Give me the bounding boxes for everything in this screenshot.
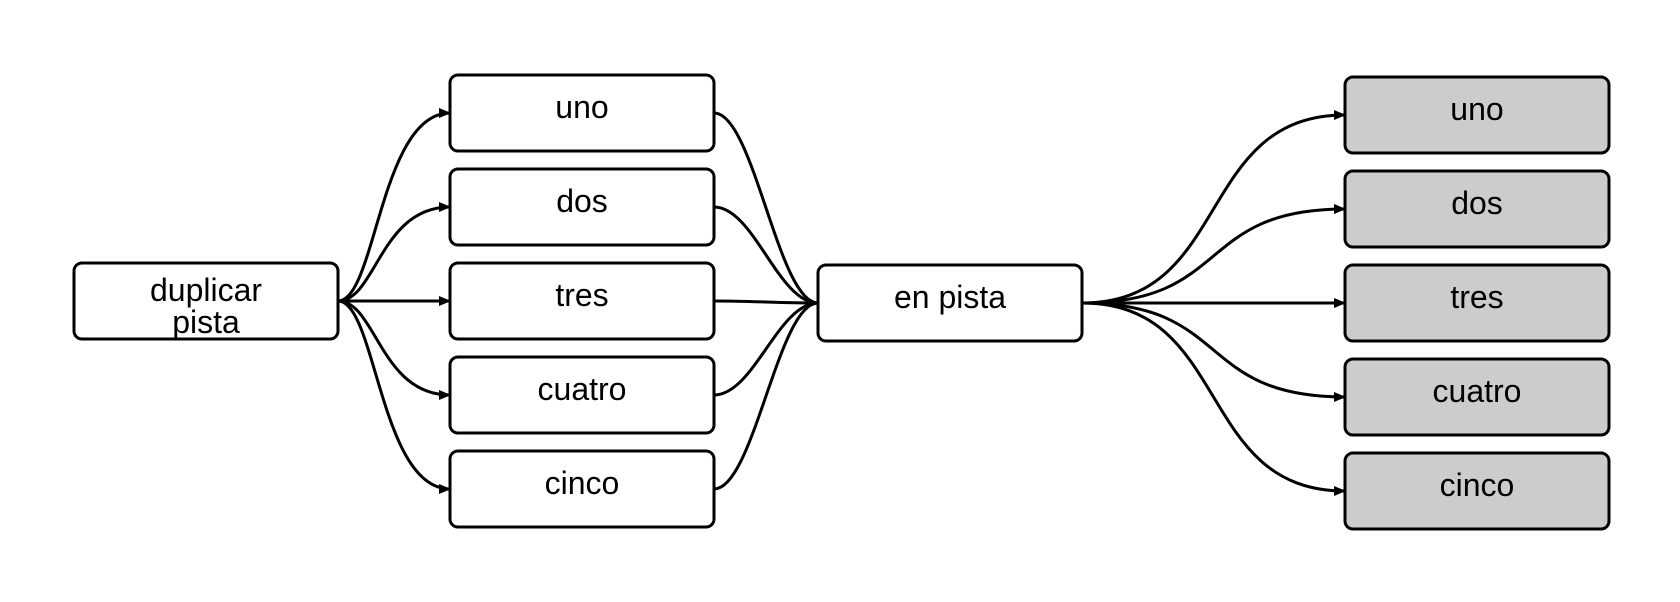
node-duplicar-pista: duplicar pista [72,261,340,341]
node-en-pista-label: en pista [894,279,1006,315]
node-middle-uno-label: uno [555,89,608,125]
edge-dos-to-merge [713,205,819,308]
edge-source-to-uno [337,108,451,303]
edge-source-to-cuatro [337,299,451,400]
node-middle-tres: tres [448,261,716,341]
node-output-uno: uno [1343,75,1611,155]
node-output-cinco: cinco [1343,451,1611,531]
edge-cinco-to-merge [713,298,819,491]
node-middle-cinco: cinco [448,449,716,529]
edges [337,108,1346,496]
edge-merge-to-cinco [1081,301,1346,496]
node-output-cuatro-label: cuatro [1433,373,1522,409]
node-middle-dos: dos [448,167,716,247]
node-output-tres-label: tres [1450,279,1503,315]
node-output-dos: dos [1343,169,1611,249]
edge-cuatro-to-merge [713,298,819,397]
edge-source-to-dos [337,202,451,303]
node-output-tres: tres [1343,263,1611,343]
edge-merge-to-dos [1081,204,1346,305]
node-duplicar-pista-line-1: duplicar [150,272,262,308]
node-middle-uno: uno [448,73,716,153]
node-output-uno-label: uno [1450,91,1503,127]
node-middle-cuatro: cuatro [448,355,716,435]
edge-merge-to-uno [1081,110,1346,305]
node-middle-cinco-label: cinco [545,465,620,501]
node-middle-cuatro-label: cuatro [538,371,627,407]
node-output-dos-label: dos [1451,185,1503,221]
edge-tres-to-merge [713,297,819,308]
edge-uno-to-merge [713,111,819,308]
node-output-cuatro: cuatro [1343,357,1611,437]
edge-source-to-cinco [337,299,451,494]
node-duplicar-pista-line-2: pista [172,304,240,340]
node-en-pista: en pista [816,263,1084,343]
node-middle-tres-label: tres [555,277,608,313]
edge-merge-to-cuatro [1081,301,1346,402]
node-output-cinco-label: cinco [1440,467,1515,503]
node-middle-dos-label: dos [556,183,608,219]
